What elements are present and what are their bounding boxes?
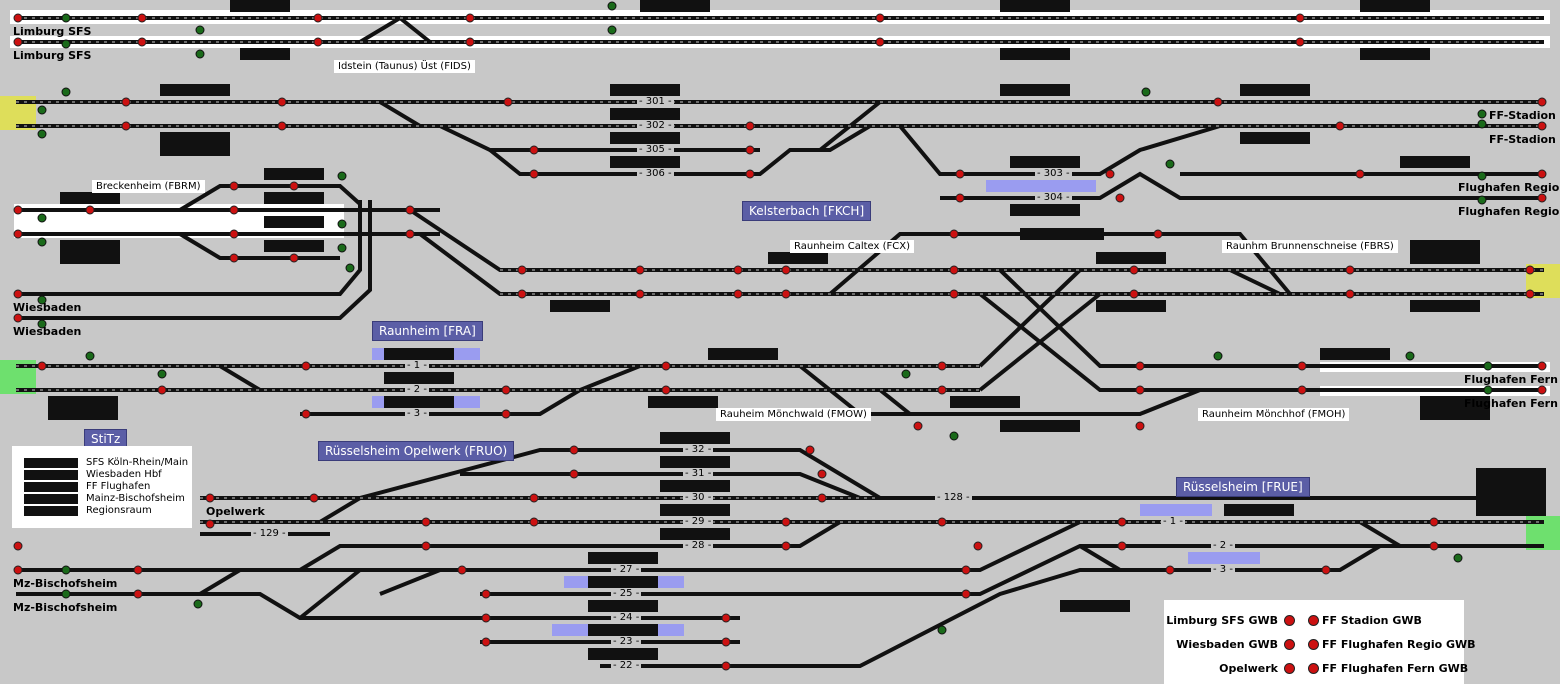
track-306[interactable]: - 306 - (637, 168, 674, 179)
track-32[interactable]: - 32 - (683, 444, 714, 455)
site-idstein: Idstein (Taunus) Üst (FIDS) (334, 60, 475, 73)
track-ruesselsheim-2[interactable]: - 2 - (1211, 540, 1235, 551)
gwb-signal (1308, 663, 1319, 674)
track-24[interactable]: - 24 - (611, 612, 642, 623)
end-label-ffstadion-2: FF-Stadion (1489, 133, 1556, 146)
gwb-limburg[interactable]: Limburg SFS GWB (1166, 614, 1278, 627)
end-label-ffstadion-1: FF-Stadion (1489, 109, 1556, 122)
station-ruesselsheim-opelwerk[interactable]: Rüsselsheim Opelwerk (FRUO) (318, 441, 515, 461)
end-label-regio-1: Flughafen Regio (1458, 181, 1560, 194)
track-129[interactable]: - 129 - (251, 528, 288, 539)
gwb-opelwerk[interactable]: Opelwerk (1219, 662, 1278, 675)
signal-green-aspects (37, 1, 1493, 635)
end-label-limburg-2: Limburg SFS (13, 49, 92, 62)
track-ruesselsheim-1[interactable]: - 1 - (1161, 516, 1185, 527)
legend-item: Mainz-Bischofsheim (86, 493, 185, 504)
gwb-signal (1284, 639, 1295, 650)
end-label-wiesbaden-2: Wiesbaden (13, 325, 82, 338)
legend-item: Wiesbaden Hbf (86, 469, 162, 480)
track-30[interactable]: - 30 - (683, 492, 714, 503)
end-label-fern-1: Flughafen Fern (1464, 373, 1558, 386)
track-303[interactable]: - 303 - (1035, 168, 1072, 179)
track-25[interactable]: - 25 - (611, 588, 642, 599)
station-stitz[interactable]: StiTz (84, 429, 128, 449)
track-304[interactable]: - 304 - (1035, 192, 1072, 203)
legend-item: Regionsraum (86, 505, 152, 516)
station-ruesselsheim[interactable]: Rüsselsheim [FRUE] (1176, 477, 1310, 497)
track-raunheim-1[interactable]: - 1 - (405, 360, 429, 371)
track-23[interactable]: - 23 - (611, 636, 642, 647)
legend-chip (24, 494, 78, 504)
gwb-regio[interactable]: FF Flughafen Regio GWB (1322, 638, 1476, 651)
track-22[interactable]: - 22 - (611, 660, 642, 671)
end-label-mzb-2: Mz-Bischofsheim (13, 601, 118, 614)
station-raunheim[interactable]: Raunheim [FRA] (372, 321, 483, 341)
track-28[interactable]: - 28 - (683, 540, 714, 551)
gwb-signal (1284, 615, 1295, 626)
track-ruesselsheim-3[interactable]: - 3 - (1211, 564, 1235, 575)
site-breckenheim: Breckenheim (FBRM) (92, 180, 205, 193)
track-29[interactable]: - 29 - (683, 516, 714, 527)
stitz-legend: SFS Köln-Rhein/Main Wiesbaden Hbf FF Flu… (12, 446, 192, 528)
track-301[interactable]: - 301 - (637, 96, 674, 107)
end-label-mzb-1: Mz-Bischofsheim (13, 577, 118, 590)
block-indicators (48, 0, 1546, 660)
station-kelsterbach[interactable]: Kelsterbach [FKCH] (742, 201, 872, 221)
track-raunheim-3[interactable]: - 3 - (405, 408, 429, 419)
track-128[interactable]: - 128 - (935, 492, 972, 503)
site-moenchhof: Raunheim Mönchhof (FMOH) (1198, 408, 1350, 421)
track-305[interactable]: - 305 - (637, 144, 674, 155)
gwb-signal (1284, 663, 1295, 674)
track-raunheim-2[interactable]: - 2 - (405, 384, 429, 395)
legend-chip (24, 482, 78, 492)
site-caltex: Raunheim Caltex (FCX) (790, 240, 914, 253)
gwb-legend: Limburg SFS GWB FF Stadion GWB Wiesbaden… (1164, 600, 1476, 684)
gwb-signal (1308, 615, 1319, 626)
track-27[interactable]: - 27 - (611, 564, 642, 575)
end-label-fern-2: Flughafen Fern (1464, 397, 1558, 410)
end-label-regio-2: Flughafen Regio (1458, 205, 1560, 218)
legend-chip (24, 470, 78, 480)
gwb-wiesbaden[interactable]: Wiesbaden GWB (1176, 638, 1278, 651)
end-label-wiesbaden-1: Wiesbaden (13, 301, 82, 314)
track-302[interactable]: - 302 - (637, 120, 674, 131)
signals (13, 13, 1547, 671)
gwb-fern[interactable]: FF Flughafen Fern GWB (1322, 662, 1469, 675)
tracks (16, 15, 1544, 668)
end-label-limburg-1: Limburg SFS (13, 25, 92, 38)
legend-item: SFS Köln-Rhein/Main (86, 457, 189, 468)
track-31[interactable]: - 31 - (683, 468, 714, 479)
legend-chip (24, 458, 78, 468)
site-brunnenschneise: Raunhm Brunnenschneise (FBRS) (1222, 240, 1398, 253)
gwb-stadion[interactable]: FF Stadion GWB (1322, 614, 1422, 627)
end-label-opelwerk: Opelwerk (206, 505, 265, 518)
site-moenchwald: Rauheim Mönchwald (FMOW) (716, 408, 871, 421)
legend-chip (24, 506, 78, 516)
gwb-signal (1308, 639, 1319, 650)
legend-item: FF Flughafen (86, 481, 151, 492)
